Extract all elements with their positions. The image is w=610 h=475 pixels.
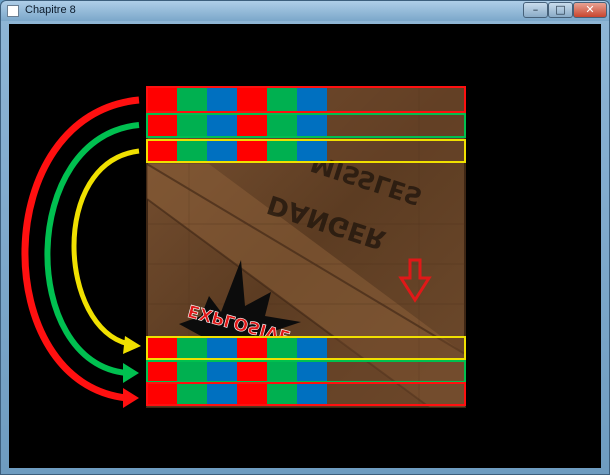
- yellow-curved-arrow-icon: [71, 148, 140, 347]
- bottom-stripe-rows: [146, 336, 466, 406]
- title-bar[interactable]: Chapitre 8 – □ ✕: [1, 1, 609, 21]
- green-arrowhead-icon: [123, 363, 139, 383]
- red-arrowhead-icon: [123, 388, 139, 408]
- stripe-row-yellow-top: [146, 139, 466, 163]
- stripe-row-green-top: [146, 113, 466, 138]
- scene-canvas: DANGER MISSLES EXPLOSIVE: [21, 86, 466, 408]
- stripe-row-green-bottom: [146, 360, 466, 383]
- render-viewport[interactable]: DANGER MISSLES EXPLOSIVE: [9, 24, 601, 468]
- yellow-arrowhead-icon: [123, 336, 141, 354]
- green-curved-arrow-icon: [44, 122, 140, 376]
- close-button[interactable]: ✕: [573, 2, 607, 18]
- top-stripe-rows: [146, 86, 466, 163]
- stripe-row-red-bottom: [146, 382, 466, 406]
- down-arrow-icon: [398, 258, 432, 303]
- app-icon: [7, 5, 19, 17]
- window-title: Chapitre 8: [25, 4, 76, 16]
- stripe-row-yellow-bottom: [146, 336, 466, 360]
- stripe-row-red-top: [146, 86, 466, 113]
- maximize-button[interactable]: □: [548, 2, 573, 18]
- minimize-button[interactable]: –: [523, 2, 548, 18]
- red-curved-arrow-icon: [21, 96, 140, 402]
- curved-arrows: [21, 96, 141, 408]
